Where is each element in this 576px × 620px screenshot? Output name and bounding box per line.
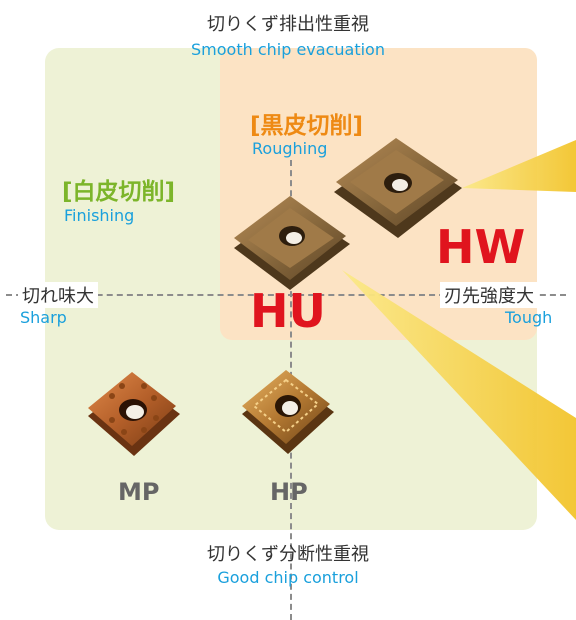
hw-insert-icon <box>334 138 462 238</box>
mp-insert-icon <box>88 372 180 456</box>
right-axis-label-en: Tough <box>505 308 553 327</box>
right-axis-label-jp: 刃先強度大 <box>440 282 538 308</box>
top-axis-label-jp: 切りくず排出性重視 <box>207 14 369 35</box>
hw-callout-beam <box>462 140 576 192</box>
left-axis-label-jp: 切れ味大 <box>18 282 98 308</box>
roughing-category-en: Roughing <box>252 139 328 158</box>
top-axis-label-en: Smooth chip evacuation <box>191 40 385 59</box>
grade-mp-label: MP <box>118 478 160 506</box>
hp-insert-icon <box>242 370 334 454</box>
bottom-axis-label-en: Good chip control <box>217 568 359 587</box>
hu-callout-beam <box>342 270 576 520</box>
bottom-axis-label-jp: 切りくず分断性重視 <box>207 544 369 565</box>
horizontal-axis <box>6 294 566 296</box>
finishing-category-en: Finishing <box>64 206 135 225</box>
left-axis-label-en: Sharp <box>20 308 67 327</box>
grade-hw-label: HW <box>436 220 526 274</box>
grade-hu-label: HU <box>250 284 326 338</box>
grade-hp-label: HP <box>270 478 308 506</box>
finishing-category-jp: [白皮切削] <box>62 179 176 205</box>
roughing-category-jp: [黒皮切削] <box>250 113 364 139</box>
hu-insert-icon <box>234 196 350 290</box>
